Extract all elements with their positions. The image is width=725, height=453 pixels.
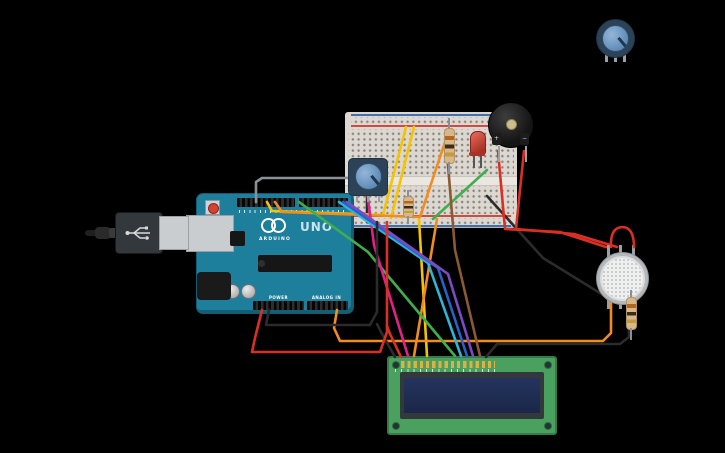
wire-red-gas-arc[interactable] — [611, 227, 634, 247]
